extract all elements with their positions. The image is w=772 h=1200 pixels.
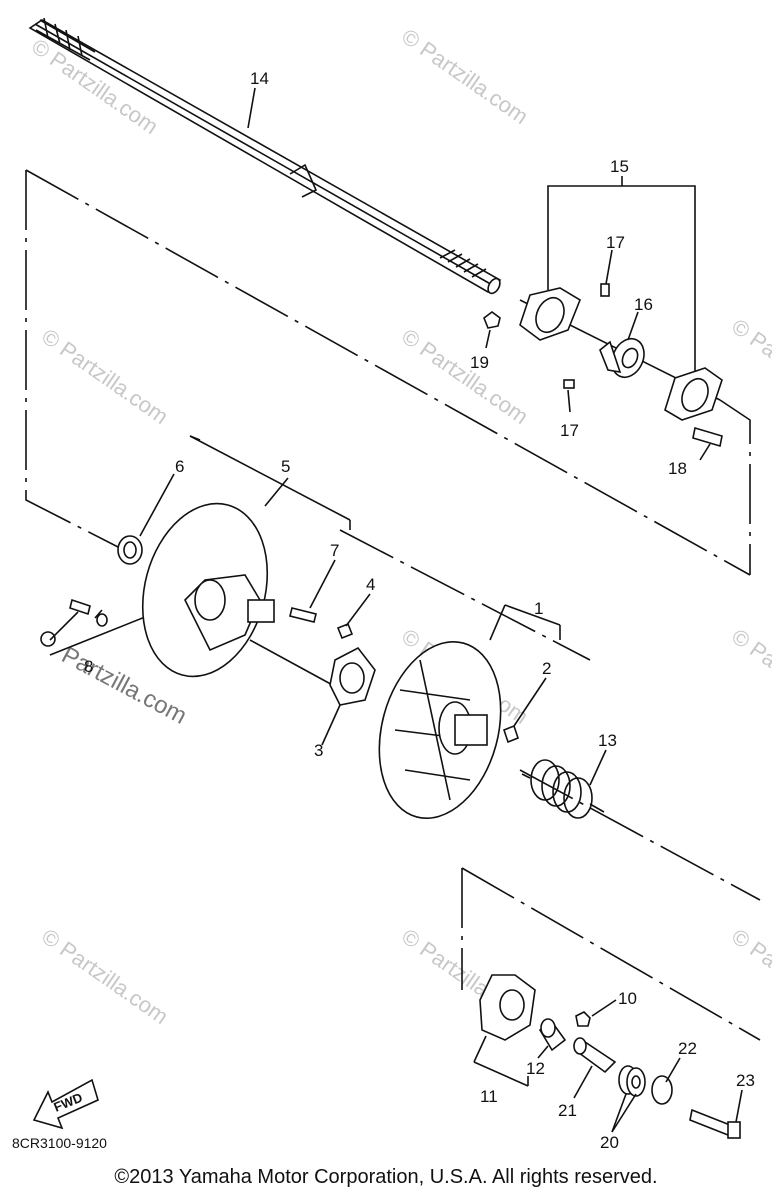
callout-7: 7 — [330, 541, 339, 560]
callout-10: 10 — [618, 989, 637, 1008]
watermark: © Partzilla.com — [727, 924, 772, 1030]
bolt-18 — [692, 426, 723, 448]
stud-7 — [289, 607, 317, 623]
bolt-23 — [689, 1108, 731, 1137]
bearing-16 — [599, 337, 645, 379]
callout-8: 8 — [84, 657, 93, 676]
callout-2: 2 — [542, 659, 551, 678]
watermark: © Partzilla.com — [37, 924, 173, 1030]
leader-lines — [139, 87, 743, 1133]
callout-12: 12 — [526, 1059, 545, 1078]
watermark: © Partzilla.com — [727, 314, 772, 420]
shaft-14 — [28, 17, 502, 295]
callout-19: 19 — [470, 353, 489, 372]
callout-16: 16 — [634, 295, 653, 314]
bushing-6 — [117, 535, 143, 565]
watermark: © Partzilla.com — [727, 624, 772, 730]
fwd-arrow-icon: FWD — [32, 1078, 99, 1130]
screw-2 — [503, 724, 519, 744]
set-screw-17-top — [600, 283, 610, 297]
sheave-1 — [378, 640, 502, 820]
flange-right-15 — [664, 367, 723, 421]
bolt-4 — [336, 622, 354, 640]
spacer-21 — [573, 1037, 617, 1074]
watermark-group: © Partzilla.com © Partzilla.com © Partzi… — [27, 24, 772, 1030]
callout-23: 23 — [736, 1071, 755, 1090]
spring-13 — [521, 759, 605, 819]
watermark: © Partzilla.com — [37, 324, 173, 430]
diagram-code: 8CR3100-9120 — [12, 1135, 107, 1151]
callout-labels: 14 15 17 16 19 17 18 6 5 7 4 1 8 2 13 3 … — [84, 69, 755, 1152]
set-screw-17-bottom — [563, 379, 575, 389]
callout-18: 18 — [668, 459, 687, 478]
watermark: © Partzilla.com — [397, 324, 533, 430]
callout-13: 13 — [598, 731, 617, 750]
callout-14: 14 — [250, 69, 269, 88]
washer-22 — [651, 1075, 673, 1105]
gasket-3 — [329, 646, 376, 706]
callout-21: 21 — [558, 1101, 577, 1120]
callout-1: 1 — [534, 599, 543, 618]
nut-19 — [483, 311, 501, 329]
watermark: © Partzilla.com — [397, 24, 533, 130]
washer-8 — [96, 613, 108, 627]
callout-6: 6 — [175, 457, 184, 476]
callout-15: 15 — [610, 157, 629, 176]
callout-11: 11 — [480, 1087, 498, 1106]
parts-diagram: © Partzilla.com © Partzilla.com © Partzi… — [12, 17, 772, 1152]
bushing-20 — [618, 1065, 646, 1097]
copyright-circle-icon — [40, 631, 56, 647]
bolt-8 — [69, 598, 91, 616]
callout-17-lower: 17 — [560, 421, 579, 440]
callout-4: 4 — [366, 575, 375, 594]
nut-10 — [575, 1011, 591, 1027]
callout-20: 20 — [600, 1133, 619, 1152]
sheave-5 — [141, 502, 275, 678]
callout-3: 3 — [314, 741, 323, 760]
callout-17: 17 — [606, 233, 625, 252]
cover-11 — [479, 974, 536, 1041]
bushing-12 — [538, 1018, 567, 1052]
callout-5: 5 — [281, 457, 290, 476]
callout-22: 22 — [678, 1039, 697, 1058]
copyright-text: ©2013 Yamaha Motor Corporation, U.S.A. A… — [114, 1166, 658, 1188]
flange-left-15 — [519, 287, 581, 341]
